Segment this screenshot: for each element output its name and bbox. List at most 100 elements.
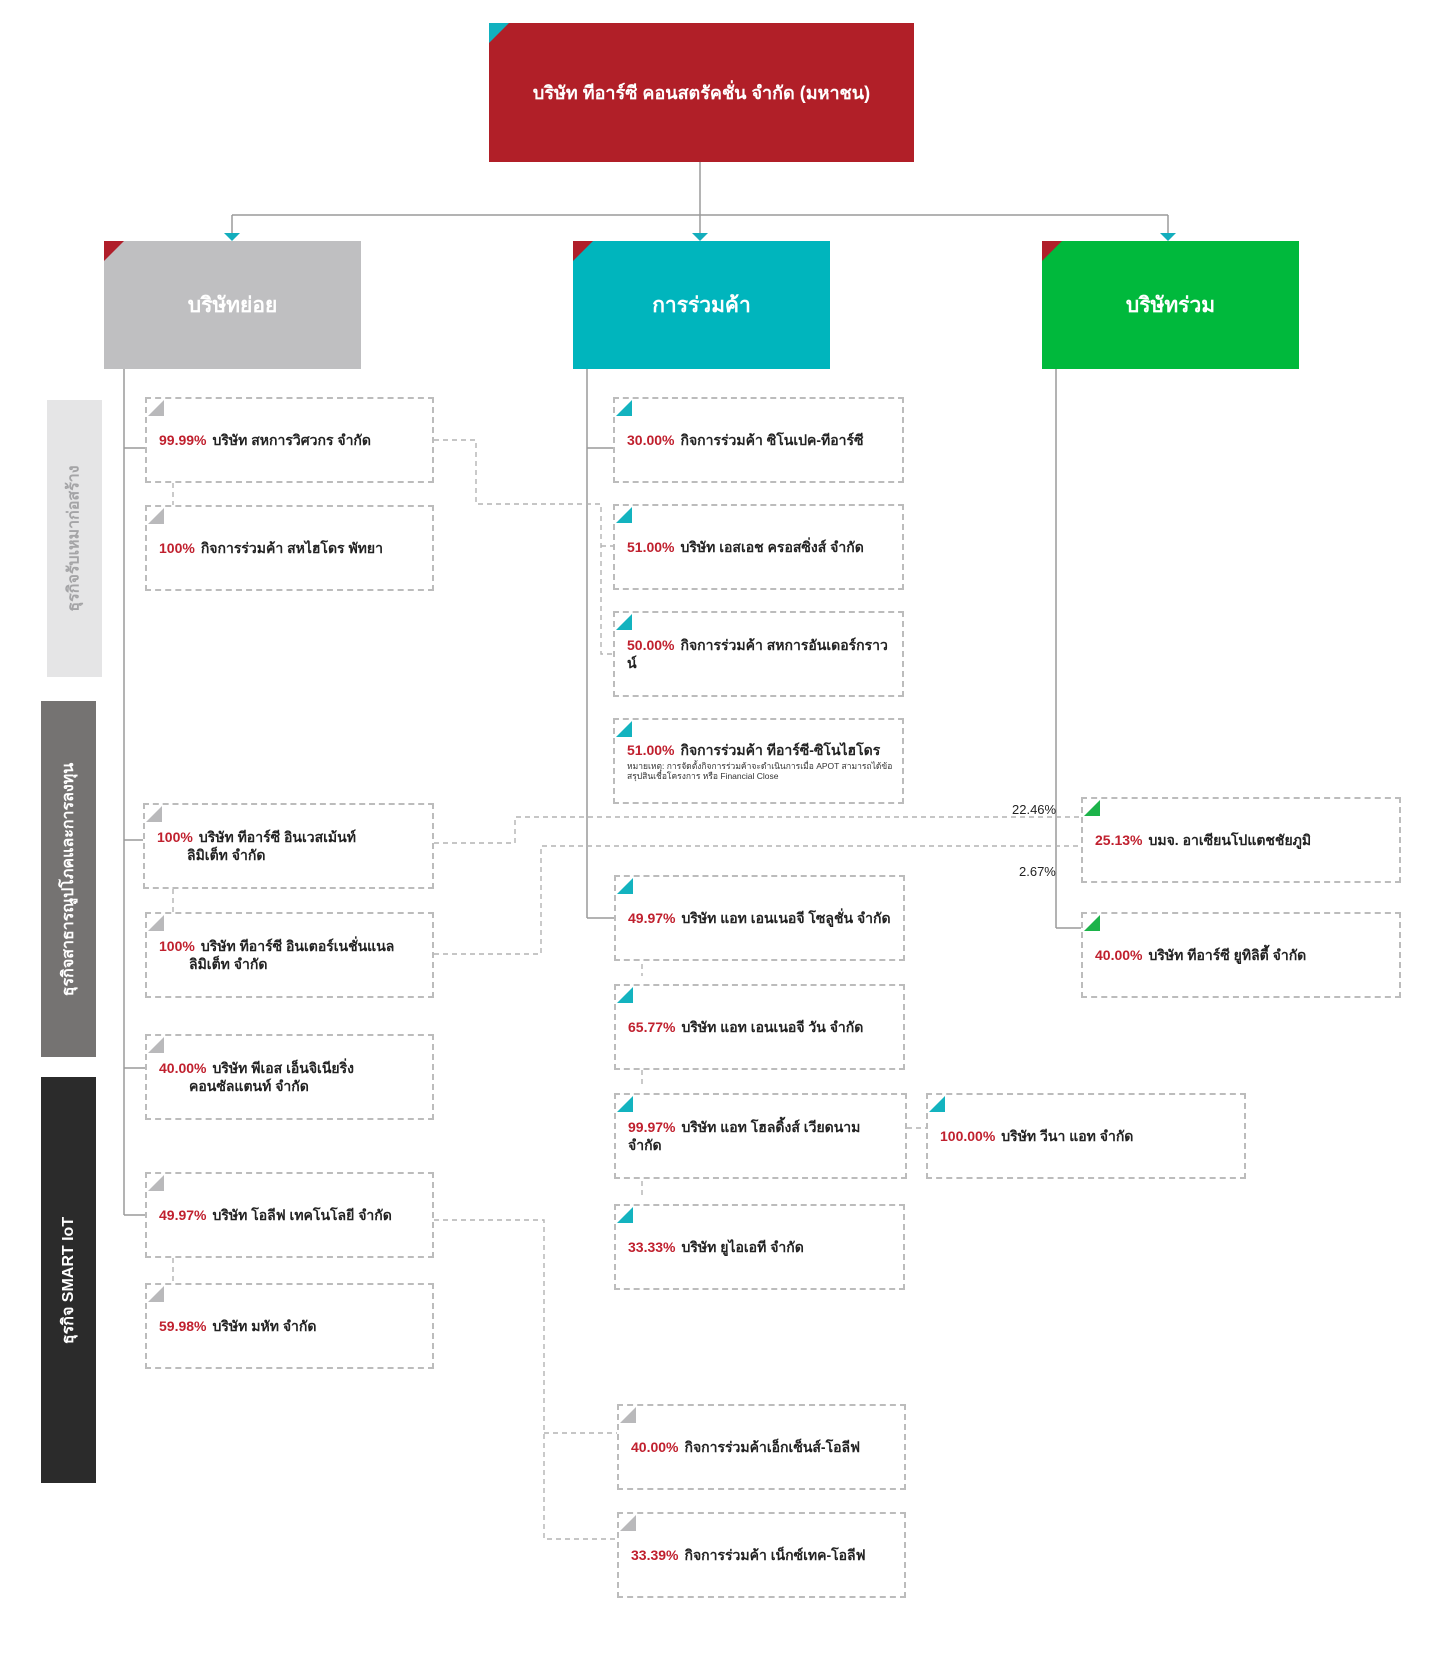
entity-box-subsidiary: 100% กิจการร่วมค้า สหไฮโดร พัทยา	[145, 505, 434, 591]
ownership-pct: 49.97%	[628, 910, 676, 926]
corner-marker-icon	[148, 508, 164, 524]
entity-name: บริษัท พีเอส เอ็นจิเนียริ่ง	[212, 1060, 354, 1076]
corner-marker-icon	[616, 400, 632, 416]
ownership-pct: 33.39%	[631, 1547, 679, 1563]
column-header-label: บริษัทร่วม	[1125, 293, 1216, 317]
entity-name-line2: ลิมิเต็ท จำกัด	[189, 956, 268, 972]
ownership-pct: 99.97%	[628, 1119, 676, 1135]
corner-marker-icon	[148, 1286, 164, 1302]
entity-box-joint-venture: 49.97% บริษัท แอท เอนเนอจี โซลูชั่น จำกัด	[614, 875, 905, 961]
corner-marker-icon	[148, 915, 164, 931]
entity-name-line2: ลิมิเต็ท จำกัด	[187, 847, 266, 863]
column-header-joint-ventures: การร่วมค้า	[573, 241, 830, 369]
entity-box-subsidiary: 100% บริษัท ทีอาร์ซี อินเตอร์เนชั่นแนลลิม…	[145, 912, 434, 998]
corner-marker-icon	[617, 987, 633, 1003]
corner-marker-icon	[1084, 915, 1100, 931]
entity-box-joint-venture: 99.97%บริษัท แอท โฮลดิ้งส์ เวียดนาม จำกั…	[614, 1093, 907, 1179]
corner-marker-icon	[1084, 800, 1100, 816]
ownership-pct: 100%	[159, 540, 195, 556]
corner-marker-icon	[148, 1037, 164, 1053]
entity-name: บริษัท วีนา แอท จำกัด	[1001, 1128, 1134, 1144]
entity-name: บริษัท ทีอาร์ซี ยูทิลิตี้ จำกัด	[1148, 947, 1307, 963]
entity-box-joint-venture: 40.00%กิจการร่วมค้าเอ็กเซ็นส์-โอลีฟ	[617, 1404, 906, 1490]
corner-marker-icon	[929, 1096, 945, 1112]
entity-name: บริษัท สหการวิศวกร จำกัด	[212, 432, 371, 448]
column-header-subsidiaries: บริษัทย่อย	[104, 241, 361, 369]
segment-construction: ธุรกิจรับเหมาก่อสร้าง	[47, 400, 102, 677]
ownership-pct: 100%	[159, 938, 195, 954]
corner-notch-icon	[573, 241, 593, 261]
corner-notch-icon	[104, 241, 124, 261]
entity-name: บริษัท ยูไอเอที จำกัด	[681, 1239, 804, 1255]
ownership-pct: 30.00%	[627, 432, 675, 448]
ownership-pct: 40.00%	[1095, 947, 1143, 963]
corner-marker-icon	[146, 806, 162, 822]
ownership-pct: 40.00%	[159, 1060, 207, 1076]
entity-box-joint-venture: 30.00% กิจการร่วมค้า ซิโนเปค-ทีอาร์ซี	[613, 397, 904, 483]
entity-box-joint-venture: 33.33%บริษัท ยูไอเอที จำกัด	[614, 1204, 905, 1290]
ownership-pct: 59.98%	[159, 1318, 207, 1334]
ownership-pct: 25.13%	[1095, 832, 1143, 848]
ownership-pct: 50.00%	[627, 637, 675, 653]
corner-notch-icon	[1042, 241, 1062, 261]
entity-box-subsidiary: 100% บริษัท ทีอาร์ซี อินเวสเม้นท์ลิมิเต็ท…	[143, 803, 434, 889]
entity-name: กิจการร่วมค้า ซิโนเปค-ทีอาร์ซี	[680, 432, 864, 448]
segment-label: ธุรกิจ SMART IoT	[60, 1216, 77, 1344]
column-header-label: บริษัทย่อย	[187, 293, 278, 317]
entity-box-subsidiary: 99.99% บริษัท สหการวิศวกร จำกัด	[145, 397, 434, 483]
entity-name: บริษัท เอสเอช ครอสซิ่งส์ จำกัด	[680, 539, 864, 555]
segment-label: ธุรกิจสาธารณูปโภคและการลงทุน	[60, 762, 77, 996]
entity-name: บริษัท แอท เอนเนอจี วัน จำกัด	[681, 1019, 864, 1035]
corner-marker-icon	[620, 1515, 636, 1531]
corner-marker-icon	[617, 1207, 633, 1223]
corner-marker-icon	[620, 1407, 636, 1423]
parent-company-title: บริษัท ทีอาร์ซี คอนสตรัคชั่น จำกัด (มหาช…	[532, 83, 871, 103]
corner-marker-icon	[617, 878, 633, 894]
parent-company-box: บริษัท ทีอาร์ซี คอนสตรัคชั่น จำกัด (มหาช…	[489, 23, 914, 162]
entity-name: กิจการร่วมค้า สหการอันเดอร์กราวน์	[627, 637, 888, 671]
ownership-pct: 100%	[157, 829, 193, 845]
entity-box-associate: 25.13% บมจ. อาเซียนโปแตชชัยภูมิ	[1081, 797, 1401, 883]
entity-name: บริษัท แอท เอนเนอจี โซลูชั่น จำกัด	[681, 910, 891, 926]
entity-box-vina-at: 100.00% บริษัท วีนา แอท จำกัด	[926, 1093, 1246, 1179]
cross-holding-pct-lower: 2.67%	[1019, 864, 1056, 879]
entity-box-joint-venture: 33.39% กิจการร่วมค้า เน็กซ์เทค-โอลีฟ	[617, 1512, 906, 1598]
entity-box-joint-venture: 65.77% บริษัท แอท เอนเนอจี วัน จำกัด	[614, 984, 905, 1070]
corner-marker-icon	[617, 1096, 633, 1112]
corner-marker-icon	[616, 614, 632, 630]
entity-note: หมายเหตุ: การจัดตั้งกิจการร่วมค้าจะดำเนิ…	[627, 761, 893, 781]
entity-name: บริษัท โอลีฟ เทคโนโลยี จำกัด	[212, 1207, 392, 1223]
entity-name: บมจ. อาเซียนโปแตชชัยภูมิ	[1148, 832, 1312, 848]
corner-notch-icon	[489, 23, 509, 43]
ownership-pct: 99.99%	[159, 432, 207, 448]
ownership-pct: 49.97%	[159, 1207, 207, 1223]
ownership-pct: 100.00%	[940, 1128, 996, 1144]
entity-name: กิจการร่วมค้า ทีอาร์ซี-ซิโนไฮโดร	[680, 742, 881, 758]
corner-marker-icon	[148, 1175, 164, 1191]
ownership-pct: 65.77%	[628, 1019, 676, 1035]
entity-box-subsidiary: 40.00% บริษัท พีเอส เอ็นจิเนียริ่งคอนซัลแ…	[145, 1034, 434, 1120]
entity-name: กิจการร่วมค้า เน็กซ์เทค-โอลีฟ	[684, 1547, 866, 1563]
corner-marker-icon	[616, 507, 632, 523]
segment-label: ธุรกิจรับเหมาก่อสร้าง	[66, 465, 84, 612]
ownership-pct: 51.00%	[627, 539, 675, 555]
cross-holding-pct-upper: 22.46%	[1012, 802, 1057, 817]
entity-box-associate: 40.00% บริษัท ทีอาร์ซี ยูทิลิตี้ จำกัด	[1081, 912, 1401, 998]
entity-box-joint-venture: 51.00% กิจการร่วมค้า ทีอาร์ซี-ซิโนไฮโดรหม…	[613, 718, 904, 804]
entity-box-subsidiary: 49.97% บริษัท โอลีฟ เทคโนโลยี จำกัด	[145, 1172, 434, 1258]
corner-marker-icon	[616, 721, 632, 737]
entity-name: บริษัท แอท โฮลดิ้งส์ เวียดนาม จำกัด	[628, 1119, 861, 1153]
entity-name: บริษัท ทีอาร์ซี อินเวสเม้นท์	[198, 829, 356, 845]
column-header-associates: บริษัทร่วม	[1042, 241, 1299, 369]
entity-box-joint-venture: 51.00% บริษัท เอสเอช ครอสซิ่งส์ จำกัด	[613, 504, 904, 590]
segment-smart-iot: ธุรกิจ SMART IoT	[41, 1077, 96, 1483]
ownership-pct: 51.00%	[627, 742, 675, 758]
entity-name-line2: คอนซัลแตนท์ จำกัด	[189, 1078, 309, 1094]
entity-name: บริษัท ทีอาร์ซี อินเตอร์เนชั่นแนล	[200, 938, 395, 954]
entity-name: กิจการร่วมค้า สหไฮโดร พัทยา	[200, 540, 383, 556]
entity-name: กิจการร่วมค้าเอ็กเซ็นส์-โอลีฟ	[684, 1439, 861, 1455]
corner-marker-icon	[148, 400, 164, 416]
entity-name: บริษัท มหัท จำกัด	[212, 1318, 317, 1334]
column-header-label: การร่วมค้า	[652, 293, 751, 317]
